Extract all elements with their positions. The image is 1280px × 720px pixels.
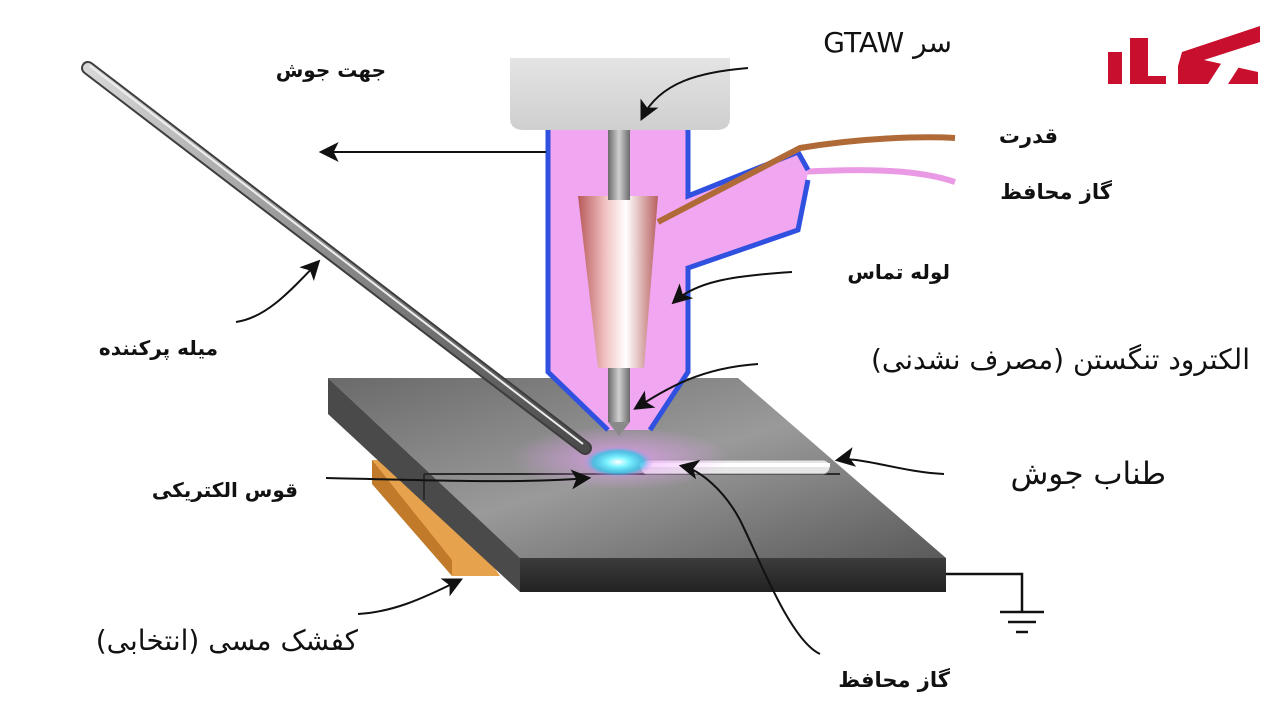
power-label: قدرت — [998, 124, 1058, 148]
shield-gas-leader — [678, 459, 821, 655]
electric-arc-label: قوس الکتریکی — [151, 478, 298, 502]
weld-direction-label: جهت جوش — [275, 58, 386, 82]
filler-rod — [81, 61, 592, 455]
copper-backing-label: کفشک مسی (انتخابی) — [95, 624, 358, 657]
gtaw-head-leader — [640, 67, 749, 121]
filler-rod-label: میله پرکننده — [98, 336, 218, 360]
tungsten-leader — [633, 363, 759, 410]
shield-gas-top-label: گاز محافظ — [1000, 180, 1112, 204]
power-cable — [656, 134, 956, 225]
contact-tube-leader — [671, 271, 793, 305]
contact-tube-shape — [578, 196, 658, 368]
arc-leader — [325, 469, 592, 490]
ground-symbol — [946, 572, 1044, 634]
gtaw-head-label: سر GTAW — [823, 26, 952, 59]
tungsten-electrode-label: الکترود تنگستن (مصرف نشدنی) — [870, 343, 1250, 376]
filler-rod-leader — [235, 259, 321, 323]
copper-backing — [372, 460, 500, 576]
copper-backing-leader — [357, 578, 463, 615]
weld-bead-label: طناب جوش — [1010, 456, 1166, 492]
contact-tube-label: لوله تماس — [847, 260, 950, 284]
gas-hose — [799, 167, 956, 185]
rokna-logo — [1108, 26, 1260, 84]
shield-gas-bottom-label: گاز محافظ — [838, 668, 950, 692]
tungsten-electrode-shape — [608, 122, 630, 436]
weld-bead-leader — [834, 447, 945, 475]
gtaw-head-block — [510, 58, 730, 130]
arc-glow — [510, 426, 730, 490]
